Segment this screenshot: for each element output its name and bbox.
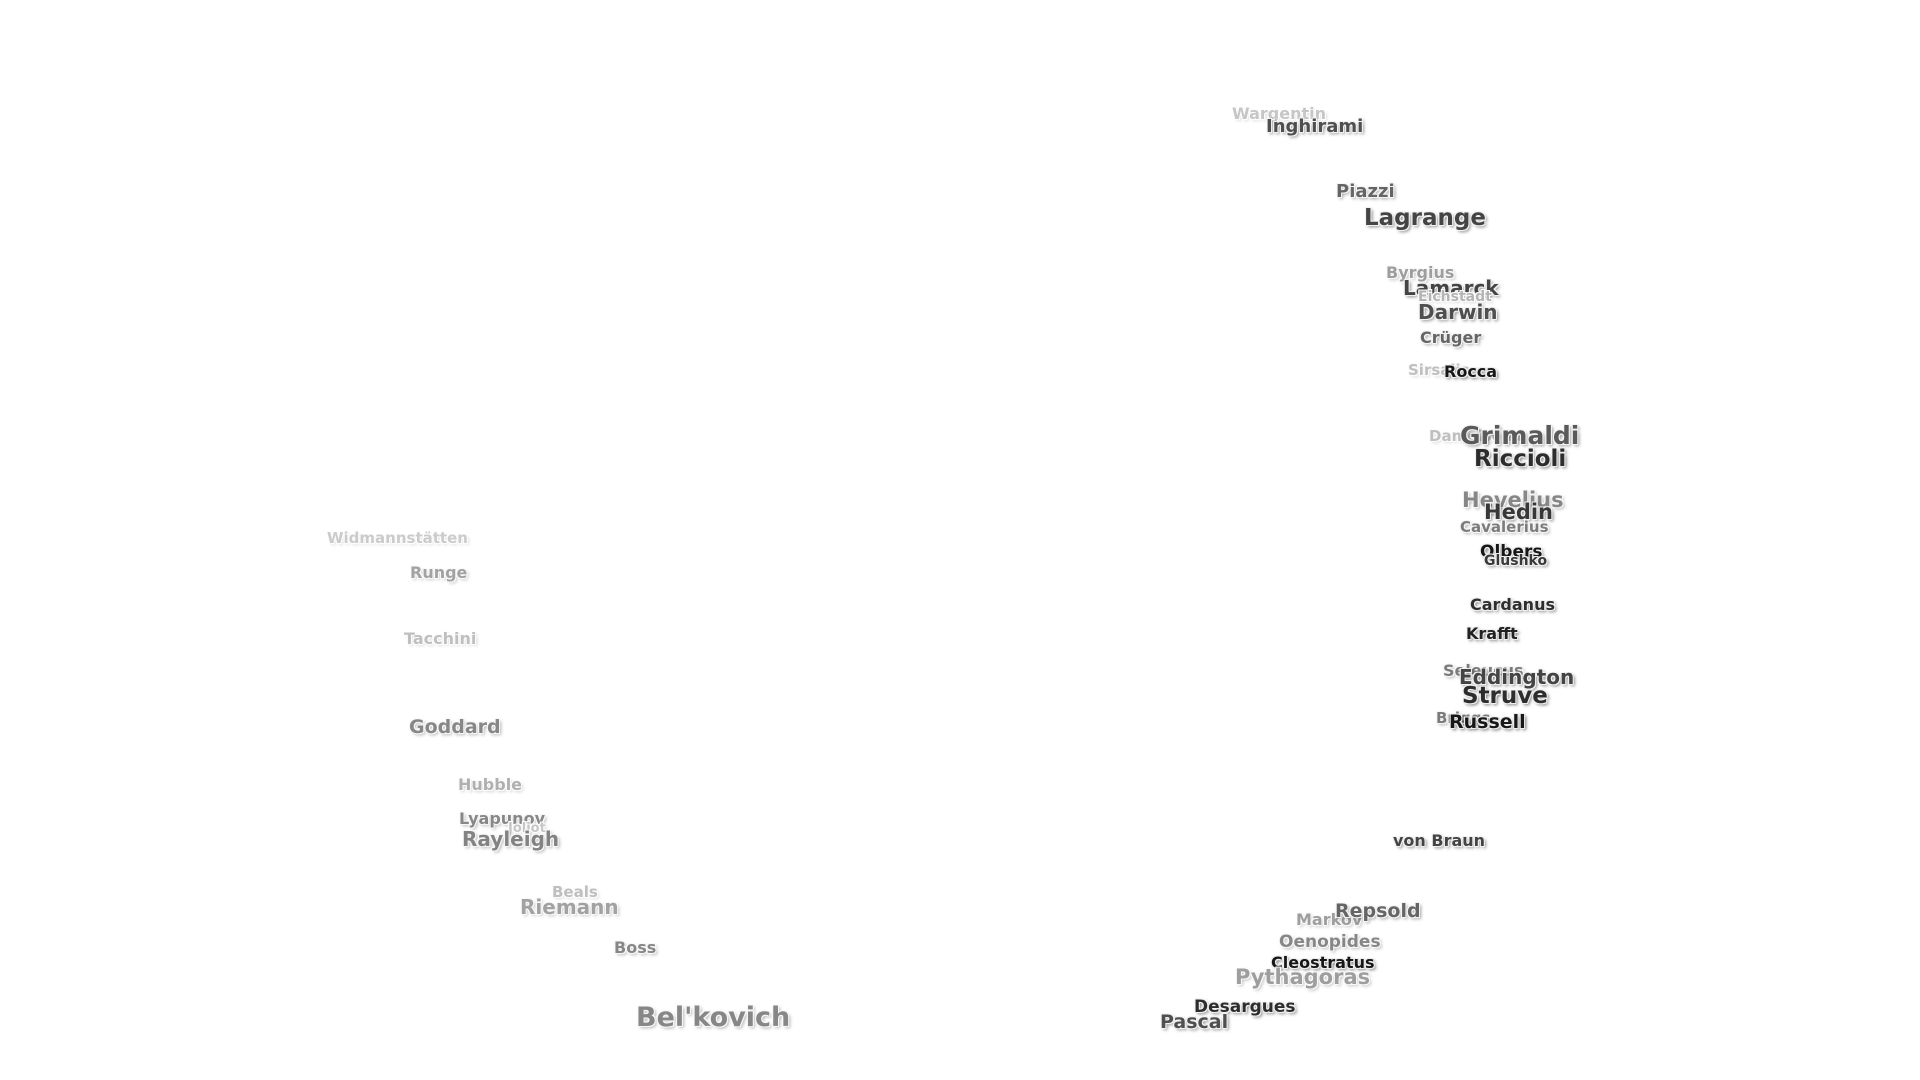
map-label-joliot: Joliot bbox=[508, 821, 546, 836]
map-label-cardanus: Cardanus bbox=[1470, 595, 1555, 614]
map-label-cavalerius: Cavalerius bbox=[1460, 518, 1549, 536]
map-label-lyapunov: Lyapunov bbox=[459, 809, 545, 828]
map-label-boss: Boss bbox=[614, 938, 657, 957]
map-label-markov: Markov bbox=[1296, 910, 1363, 929]
map-label-tacchini: Tacchini bbox=[404, 629, 477, 648]
map-label-riccioli: Riccioli bbox=[1474, 446, 1567, 472]
map-label-hedin: Hedin bbox=[1484, 500, 1553, 524]
map-label-eichstadt: Eichstadt bbox=[1418, 289, 1492, 305]
map-label-runge: Runge bbox=[410, 563, 468, 582]
map-label-rocca: Rocca bbox=[1444, 362, 1498, 381]
map-label-oenopides: Oenopides bbox=[1279, 932, 1381, 952]
map-label-grimaldi: Grimaldi bbox=[1460, 421, 1580, 450]
map-label-hubble: Hubble bbox=[458, 775, 523, 794]
map-label-struve: Struve bbox=[1462, 683, 1548, 709]
map-label-cruger: Crüger bbox=[1420, 328, 1482, 347]
map-label-glushko: Glushko bbox=[1484, 553, 1548, 569]
map-label-eddington: Eddington bbox=[1459, 665, 1575, 689]
map-label-russell: Russell bbox=[1449, 711, 1526, 733]
map-label-lagrange: Lagrange bbox=[1364, 205, 1486, 231]
map-label-wargentin: Wargentin bbox=[1232, 104, 1326, 123]
map-label-inghirami: Inghirami bbox=[1266, 116, 1364, 137]
map-label-briggs: Briggs bbox=[1436, 709, 1491, 727]
map-label-damoiseau: Damoiseau bbox=[1429, 427, 1523, 445]
map-label-pascal: Pascal bbox=[1160, 1011, 1229, 1033]
map-label-piazzi: Piazzi bbox=[1336, 181, 1395, 202]
map-label-lamarck: Lamarck bbox=[1403, 276, 1499, 300]
map-label-rayleigh: Rayleigh bbox=[462, 827, 560, 851]
map-label-riemann: Riemann bbox=[520, 895, 619, 919]
map-label-hevelius: Hevelius bbox=[1462, 488, 1564, 512]
map-label-repsold: Repsold bbox=[1335, 900, 1421, 922]
map-label-belkovich: Bel'kovich bbox=[636, 1002, 791, 1033]
map-label-darwin: Darwin bbox=[1418, 300, 1498, 324]
map-label-desargues: Desargues bbox=[1194, 997, 1296, 1017]
map-label-pythagoras: Pythagoras bbox=[1235, 965, 1371, 989]
map-label-beals: Beals bbox=[552, 883, 598, 901]
map-label-krafft: Krafft bbox=[1466, 624, 1518, 643]
map-label-byrgius: Byrgius bbox=[1386, 263, 1455, 282]
map-label-goddard: Goddard bbox=[409, 716, 501, 738]
map-label-cleostratus: Cleostratus bbox=[1271, 953, 1375, 972]
map-label-von-braun: von Braun bbox=[1393, 831, 1486, 850]
map-label-sirsalis: Sirsalis bbox=[1408, 361, 1470, 379]
map-label-widmannstatten: Widmannstätten bbox=[327, 529, 468, 547]
map-label-seleucus: Seleucus bbox=[1443, 661, 1524, 680]
map-label-olbers: Olbers bbox=[1480, 542, 1543, 562]
